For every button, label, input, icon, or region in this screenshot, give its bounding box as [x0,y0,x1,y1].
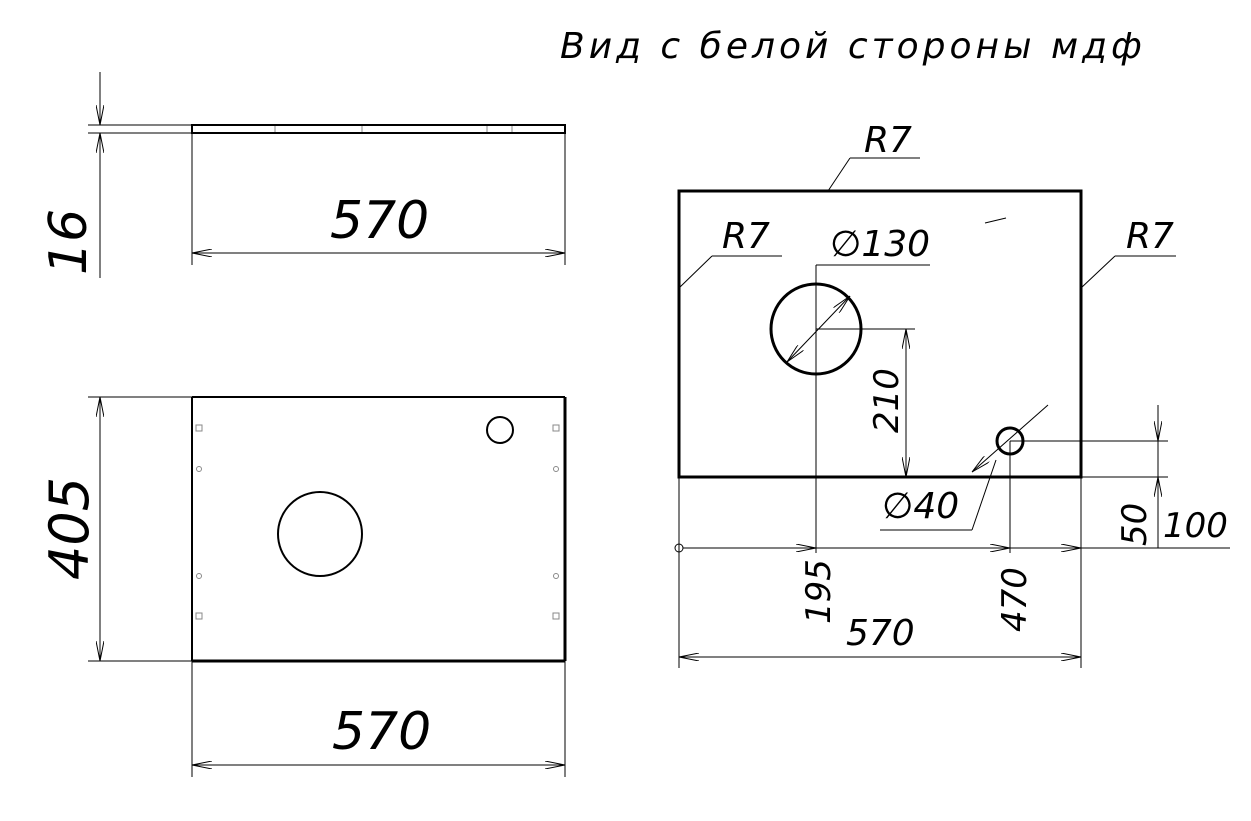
dim-470-label: 470 [995,567,1035,632]
side-view: 570 16 [39,72,566,278]
side-thickness-label: 16 [39,209,99,275]
small-hole-diameter-label: ∅40 [882,486,959,527]
radius-left-label: R7 [722,216,770,257]
front-large-hole [277,491,363,577]
dim-210-label: 210 [867,368,907,433]
radius-right-label: R7 [1126,216,1174,257]
front-view: 405 570 [38,396,567,777]
large-hole-diameter-label: ∅130 [830,224,930,265]
detail-view: ∅130 210 ∅40 50 100 195 470 570 [674,120,1230,668]
front-width-label: 570 [332,702,431,762]
drawing-title: Вид с белой стороны мдф [560,26,1146,67]
panel-edge [191,124,566,134]
front-small-hole [486,416,514,444]
front-height-label: 405 [38,477,101,580]
detail-panel-outline [677,189,1083,479]
dim-195-label: 195 [799,559,839,624]
dim-570-label: 570 [846,613,915,654]
dim-50-label: 50 [1115,503,1155,546]
dim-100-label: 100 [1163,506,1228,546]
radius-top-label: R7 [864,120,912,161]
side-width-label: 570 [330,191,429,251]
